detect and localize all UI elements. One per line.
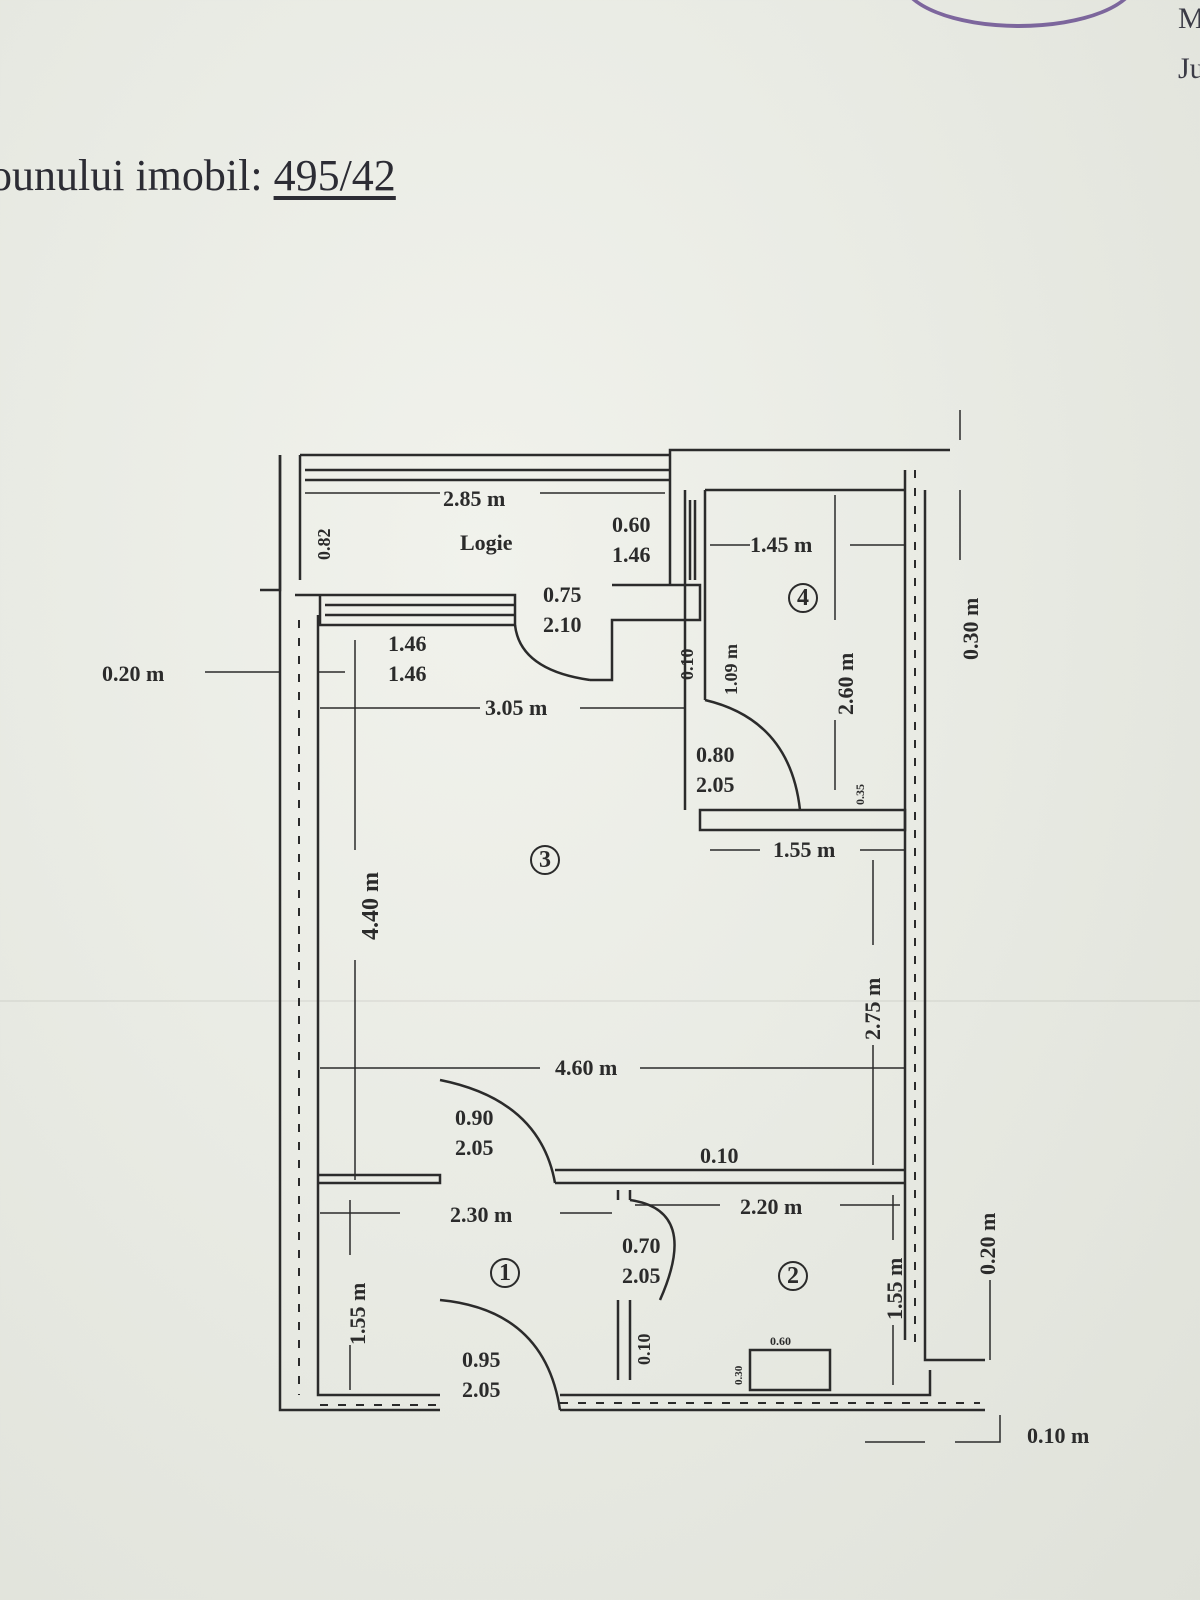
dim-room4-inner: 1.09 m — [721, 644, 741, 695]
wall-left-outer — [278, 455, 440, 1412]
dim-door3-h: 2.05 — [455, 1135, 494, 1160]
corner-text-1: M — [1178, 2, 1200, 35]
wall-bath-divider — [616, 1190, 632, 1380]
property-number-line: ounului imobil: 495/42 — [0, 150, 396, 201]
logia-door-swing — [513, 624, 591, 682]
dim-entry-door-h: 2.05 — [462, 1377, 501, 1402]
dim-room3-width: 3.05 m — [485, 695, 547, 720]
room3-marker-circle — [530, 845, 560, 875]
dim-door4-h: 2.05 — [696, 772, 735, 797]
room2-marker-circle — [778, 1261, 808, 1291]
dim-bottom-010: 0.10 m — [1027, 1423, 1089, 1448]
dim-room4-width: 1.45 m — [750, 532, 812, 557]
entry-door-swing — [439, 1298, 562, 1411]
dim-wall-010: 0.10 — [700, 1143, 739, 1168]
dim-bath-wall: 0.10 — [634, 1334, 654, 1366]
dim-window-w: 1.46 — [388, 631, 427, 656]
room3-number: 3 — [539, 847, 551, 873]
dim-sink-width: 0.60 — [770, 1334, 791, 1348]
dim-room3-length: 4.40 m — [358, 872, 384, 940]
room4-number: 4 — [797, 585, 809, 611]
wall-top — [300, 448, 950, 585]
dim-logia-depth: 0.82 — [314, 529, 334, 561]
room4-walls — [683, 488, 905, 810]
dim-logia-door-h: 2.10 — [543, 612, 582, 637]
logia-label: Logie — [460, 530, 513, 555]
dim-bath-width: 2.20 m — [740, 1194, 802, 1219]
door2-swing — [629, 1198, 676, 1301]
dim-logia-window-w: 0.60 — [612, 512, 651, 537]
dim-door2-w: 0.70 — [622, 1233, 661, 1258]
room1-marker-circle — [490, 1258, 520, 1288]
dim-entry-length: 1.55 m — [345, 1283, 370, 1345]
hall-partition — [698, 808, 907, 832]
dim-outer-wall: 0.20 m — [102, 661, 164, 686]
room4-marker-circle — [788, 583, 818, 613]
dim-door2-h: 2.05 — [622, 1263, 661, 1288]
dim-hall-width: 1.55 m — [773, 837, 835, 862]
dim-010-bottom — [865, 1415, 1001, 1443]
dim-window-h: 1.46 — [388, 661, 427, 686]
dim-logia-window-h: 1.46 — [612, 542, 651, 567]
dim-total-width: 4.60 m — [555, 1055, 617, 1080]
dim-logia-door-w: 0.75 — [543, 582, 582, 607]
dim-small-035: 0.35 — [853, 784, 867, 805]
dim-sink-depth: 0.30 — [733, 1365, 745, 1385]
room4-window — [688, 500, 697, 580]
dim-door4-w: 0.80 — [696, 742, 735, 767]
door3-swing — [439, 1078, 557, 1184]
dim-door3-w: 0.90 — [455, 1105, 494, 1130]
dim-entry-width: 2.30 m — [450, 1202, 512, 1227]
logia-rail — [305, 468, 670, 482]
paper-fold — [0, 1000, 1200, 1002]
room2-number: 2 — [787, 1263, 799, 1289]
dim-hall-length: 2.75 m — [860, 978, 885, 1040]
logia-partition — [295, 593, 517, 627]
dash-bottom — [320, 1402, 980, 1406]
corner-text-2: Ju — [1178, 52, 1200, 85]
logia-side — [260, 455, 302, 592]
wall-left-inner — [316, 615, 440, 1397]
wall-room3-bottom — [318, 1173, 442, 1185]
wall-mid — [555, 1168, 905, 1185]
room1-number: 1 — [499, 1260, 511, 1286]
dim-partition-010: 0.10 — [677, 649, 697, 681]
dim-room4-length: 2.60 m — [833, 653, 858, 715]
wall-right-outer — [923, 490, 985, 1362]
dim-entry-door-w: 0.95 — [462, 1347, 501, 1372]
header-prefix: ounului imobil: — [0, 151, 274, 200]
dim-logia-width: 2.85 m — [443, 486, 505, 511]
room4-door-swing — [704, 698, 802, 811]
property-number: 495/42 — [273, 151, 396, 200]
dim-right-020: 0.20 m — [975, 1213, 1000, 1275]
sink — [748, 1348, 832, 1392]
dim-right-wall: 0.30 m — [958, 598, 983, 660]
wall-bottom — [560, 1370, 985, 1412]
dim-bath-length: 1.55 m — [882, 1258, 907, 1320]
